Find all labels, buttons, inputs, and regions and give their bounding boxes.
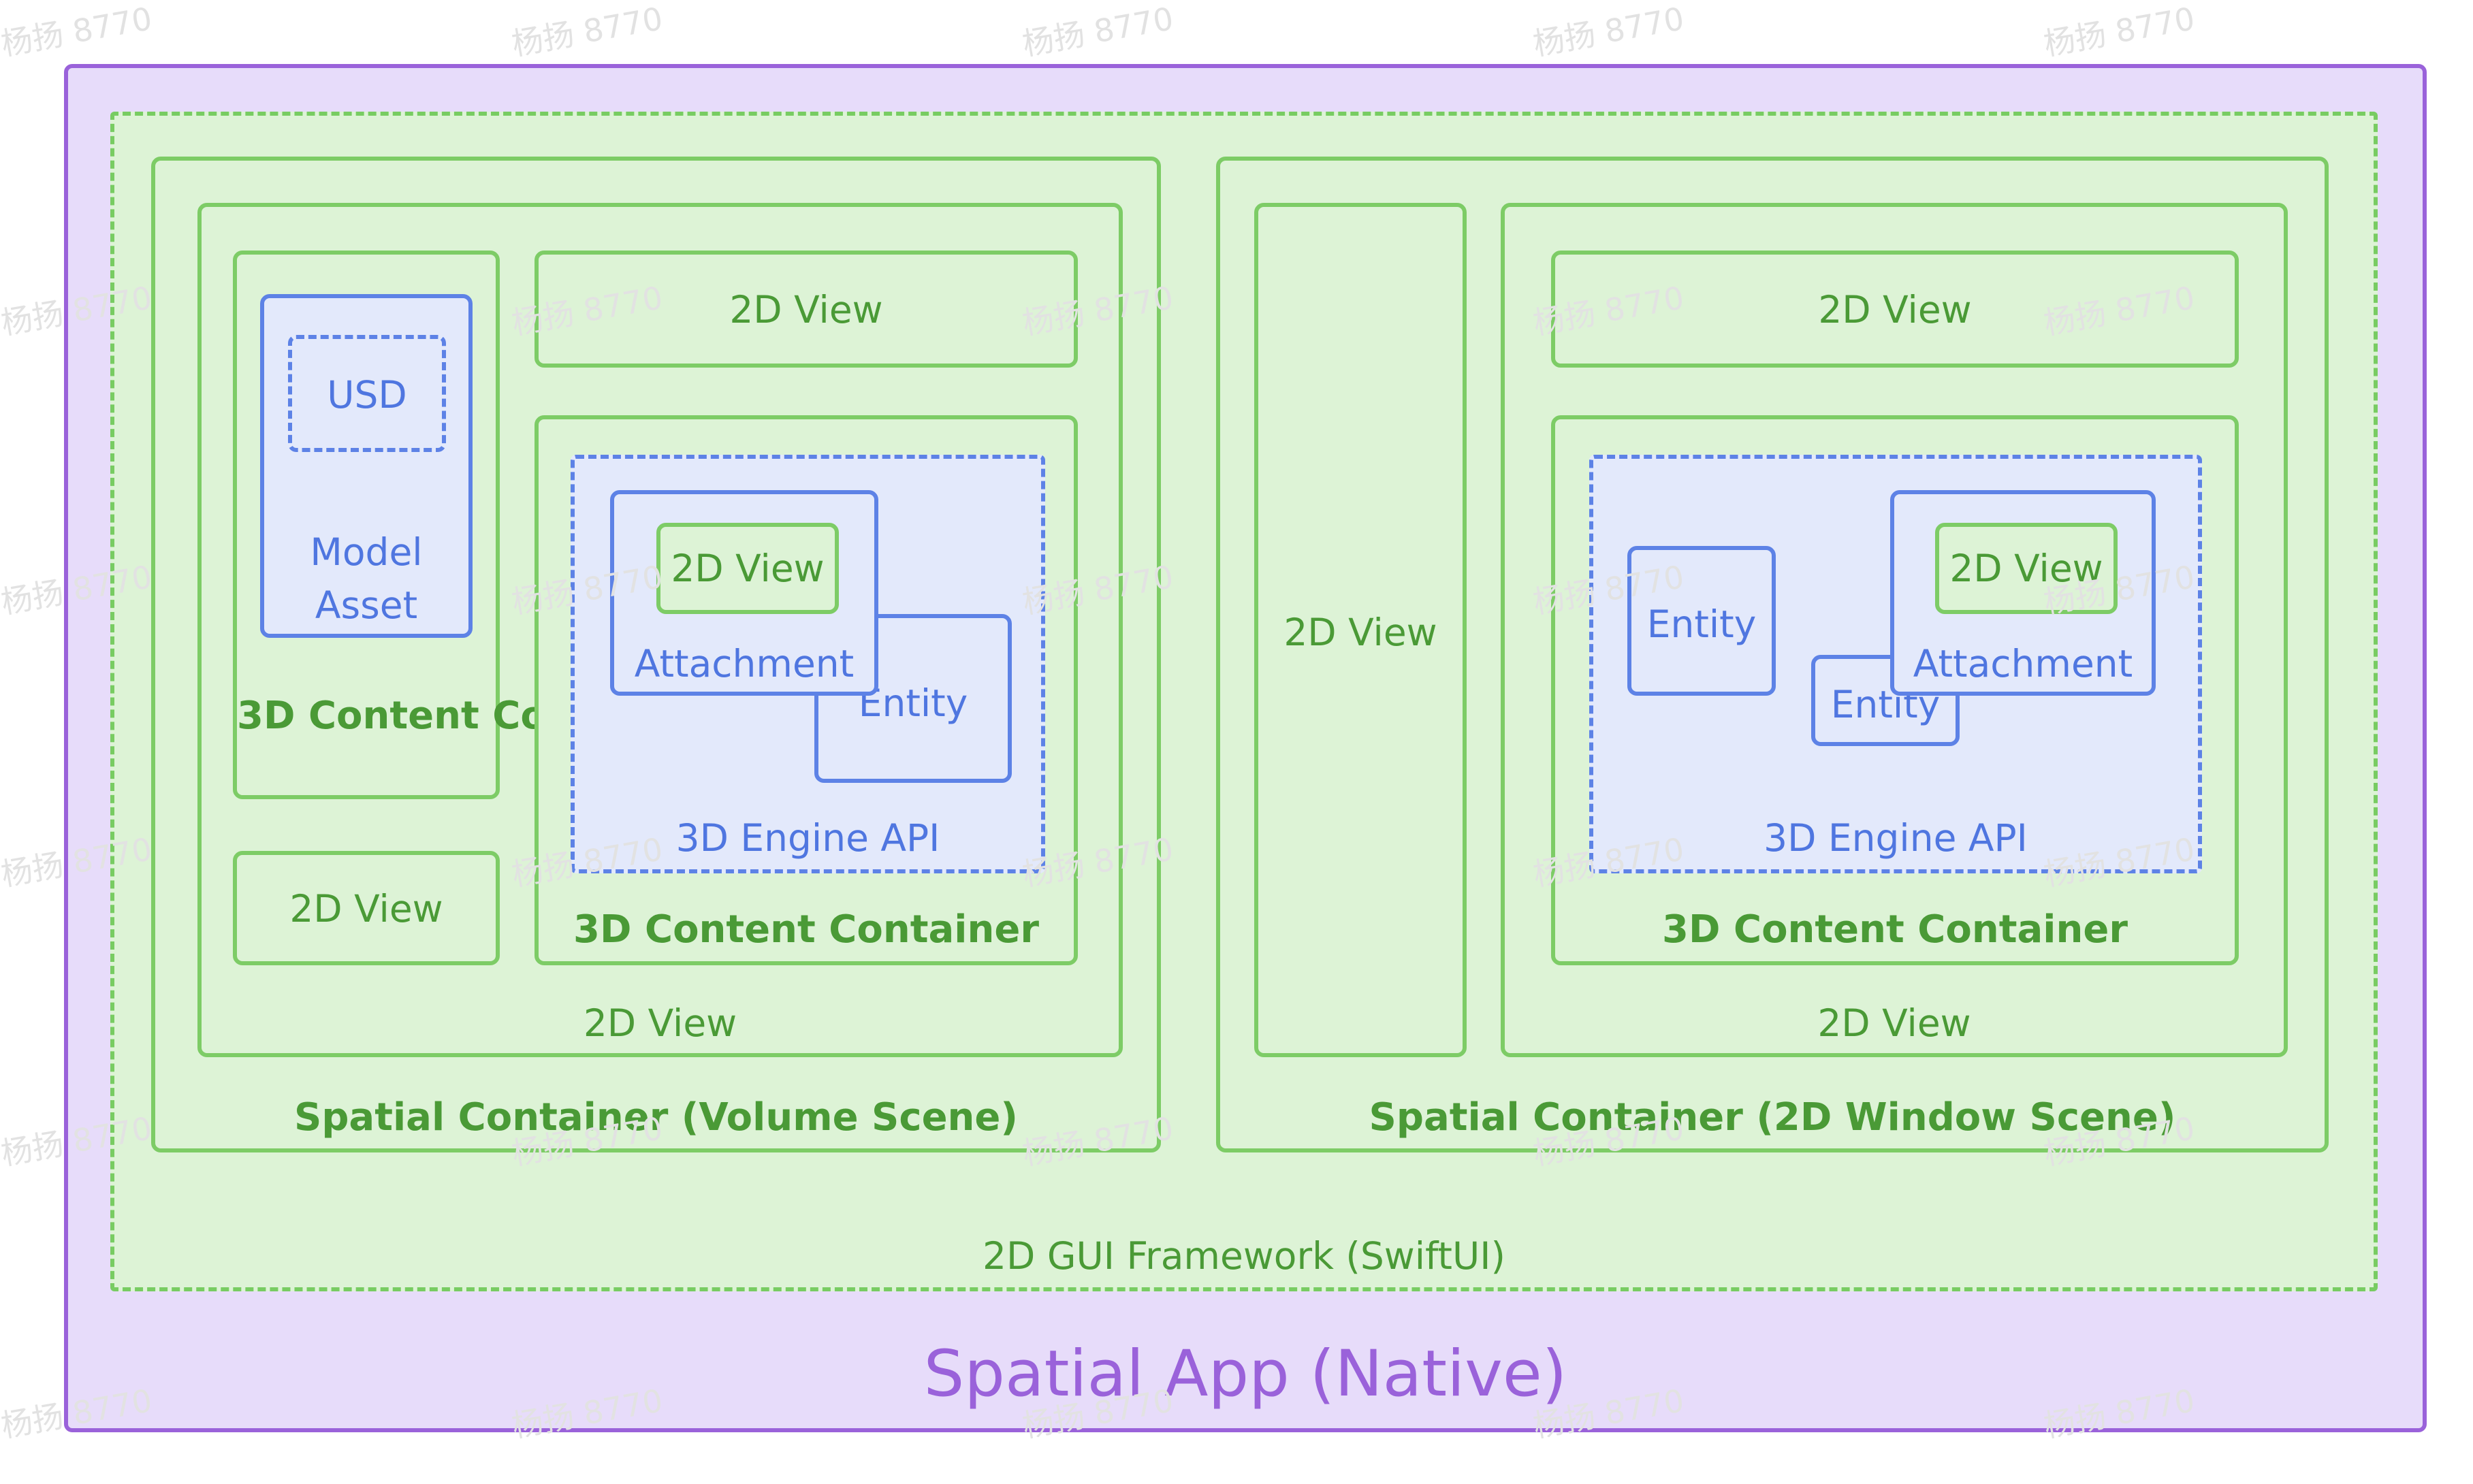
- window-attachment-2d-view: 2D View: [1935, 523, 2118, 614]
- window-attachment-2d-view-label: 2D View: [1949, 547, 2103, 590]
- watermark-text: 杨扬 8770: [0, 0, 155, 63]
- usd-box: USD: [288, 335, 446, 452]
- watermark-text: 杨扬 8770: [1019, 0, 1177, 63]
- volume-scene-label: Spatial Container (Volume Scene): [294, 1095, 1018, 1140]
- volume-3d-content-container-label: 3D Content Container: [573, 907, 1039, 952]
- window-side-2d-view: 2D View: [1254, 203, 1467, 1057]
- volume-attachment-2d-view-label: 2D View: [671, 547, 825, 590]
- volume-attachment-2d-view: 2D View: [656, 523, 839, 614]
- window-entity-left-label: Entity: [1646, 602, 1757, 646]
- watermark-text: 杨扬 8770: [509, 0, 666, 63]
- volume-top-2d-view-label: 2D View: [729, 288, 883, 332]
- window-scene-label: Spatial Container (2D Window Scene): [1369, 1095, 2176, 1140]
- volume-3d-engine-api-label: 3D Engine API: [675, 816, 940, 860]
- window-3d-content-container-label: 3D Content Container: [1662, 907, 2128, 952]
- window-root-2d-view-label: 2D View: [1817, 1001, 1971, 1045]
- volume-root-2d-view-label: 2D View: [583, 1001, 737, 1045]
- volume-small-3d-content-container-label: 3D Content Container: [237, 694, 703, 738]
- window-entity-small-box: Entity: [1811, 655, 1960, 746]
- volume-bottom-2d-view-label: 2D View: [289, 887, 443, 931]
- window-entity-left-box: Entity: [1627, 546, 1776, 696]
- window-side-2d-view-label: 2D View: [1283, 611, 1437, 654]
- watermark-text: 杨扬 8770: [2041, 0, 2198, 63]
- watermark-text: 杨扬 8770: [1530, 0, 1687, 63]
- gui-framework-label: 2D GUI Framework (SwiftUI): [983, 1234, 1505, 1278]
- spatial-app-title: Spatial App (Native): [923, 1337, 1567, 1411]
- model-asset-label: Model Asset: [310, 530, 423, 627]
- volume-bottom-2d-view: 2D View: [233, 851, 500, 965]
- window-attachment-label: Attachment: [1913, 642, 2133, 685]
- window-3d-engine-api-label: 3D Engine API: [1764, 816, 2028, 860]
- usd-label: USD: [327, 373, 407, 417]
- volume-attachment-label: Attachment: [634, 642, 855, 685]
- window-top-2d-view: 2D View: [1551, 251, 2239, 368]
- volume-top-2d-view: 2D View: [535, 251, 1078, 368]
- window-top-2d-view-label: 2D View: [1818, 288, 1972, 332]
